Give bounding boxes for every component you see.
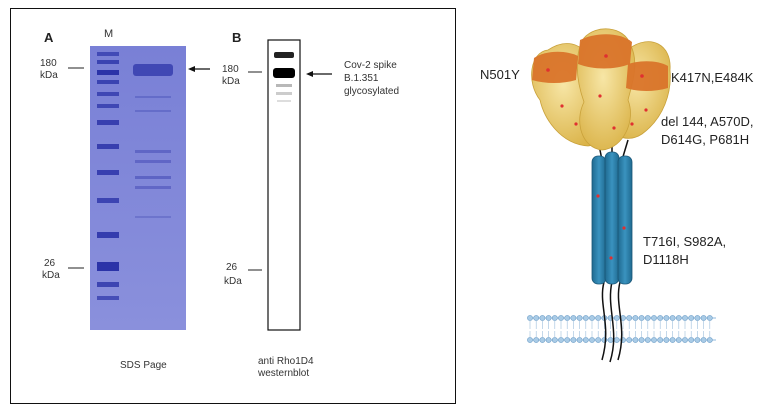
lipid-head — [533, 337, 540, 343]
lipid-head — [533, 315, 540, 321]
lipid-head — [527, 337, 533, 343]
panel-a-marker-180-value: 180 — [40, 58, 57, 69]
mutation-label-low-line2: D1118H — [643, 252, 689, 267]
lipid-head — [700, 315, 707, 321]
lipid-head — [682, 315, 688, 321]
lipid-head — [669, 315, 676, 321]
lipid-head — [706, 315, 713, 321]
lipid-head — [570, 337, 577, 343]
lipid-head — [688, 315, 695, 321]
lipid-head — [527, 315, 533, 321]
lipid-head — [582, 337, 589, 343]
lipid-head — [700, 337, 707, 343]
lipid-head — [558, 337, 564, 343]
lipid-head — [613, 337, 620, 343]
panel-a-marker-26-unit: kDa — [42, 270, 60, 281]
mutation-label-low-line1: T716I, S982A, — [643, 234, 727, 249]
lipid-head — [558, 315, 564, 321]
mutation-label-mid-line1: del 144, A570D, — [661, 114, 754, 129]
rbd-cap-right — [626, 61, 668, 91]
band-label-line1: Cov-2 spike — [344, 60, 397, 71]
rbd-cap-middle — [578, 34, 632, 69]
panel-b-marker-180-unit: kDa — [222, 76, 240, 87]
panel-b-marker-180-value: 180 — [222, 64, 239, 75]
sample-lane-bands — [133, 64, 173, 218]
lipid-head — [564, 315, 571, 321]
lipid-head — [663, 337, 670, 343]
lipid-head — [675, 315, 682, 321]
marker-lane-bands — [97, 52, 119, 300]
lipid-head — [595, 315, 602, 321]
lipid-head — [582, 315, 589, 321]
lipid-head — [589, 315, 595, 321]
lipid-head — [551, 315, 558, 321]
lipid-head — [545, 337, 552, 343]
lipid-head — [632, 315, 639, 321]
marker-lane-label: M — [104, 28, 114, 40]
mutation-label-n501y: N501Y — [480, 67, 520, 82]
band-label-line2: B.1.351 — [344, 73, 379, 84]
blot-band-main — [273, 68, 295, 78]
lipid-head — [570, 315, 577, 321]
lipid-head — [682, 337, 688, 343]
figure-panel-frame — [10, 8, 456, 404]
lipid-head — [576, 337, 583, 343]
tm-tail-2 — [609, 281, 615, 363]
lipid-head — [694, 337, 701, 343]
lipid-head — [644, 337, 651, 343]
s1-head — [531, 28, 671, 151]
lipid-head — [675, 337, 682, 343]
lipid-head — [657, 337, 664, 343]
lipid-head — [638, 315, 645, 321]
tm-tail-3 — [617, 281, 623, 361]
lipid-head — [539, 337, 546, 343]
lipid-head — [576, 315, 583, 321]
blot-band-upper — [274, 52, 294, 58]
lipid-head — [545, 315, 552, 321]
lipid-head — [657, 315, 664, 321]
s2-stalk — [591, 151, 633, 285]
mutation-label-k417n-e484k: K417N,E484K — [671, 70, 754, 85]
panel-b-marker-26-unit: kDa — [224, 276, 242, 287]
tm-tail-1 — [601, 281, 607, 361]
lipid-head — [663, 315, 670, 321]
lipid-head — [626, 337, 633, 343]
lipid-head — [595, 337, 602, 343]
lipid-head — [632, 337, 639, 343]
lipid-head — [564, 337, 571, 343]
lipid-head — [688, 337, 695, 343]
lipid-head — [651, 315, 657, 321]
panel-b-caption-line2: westernblot — [258, 368, 310, 379]
lipid-head — [644, 315, 651, 321]
lipid-head — [589, 337, 595, 343]
panel-b-marker-26-value: 26 — [226, 262, 238, 273]
rbd-cap-left — [532, 51, 578, 83]
panel-a-letter: A — [44, 30, 54, 45]
blot-strip — [267, 39, 301, 331]
lipid-head — [694, 315, 701, 321]
panel-b-caption-line1: anti Rho1D4 — [258, 356, 314, 367]
panel-a-caption: SDS Page — [120, 360, 167, 371]
lipid-head — [539, 315, 546, 321]
panel-a-marker-26-value: 26 — [44, 258, 56, 269]
lipid-head — [651, 337, 657, 343]
lipid-head — [607, 337, 614, 343]
lipid-head — [613, 315, 620, 321]
lipid-head — [626, 315, 633, 321]
band-label-line3: glycosylated — [344, 86, 400, 97]
lipid-head — [638, 337, 645, 343]
mutation-label-mid-line2: D614G, P681H — [661, 132, 750, 147]
lipid-head — [706, 337, 713, 343]
lipid-head — [551, 337, 558, 343]
panel-b-letter: B — [232, 30, 242, 45]
panel-a-marker-180-unit: kDa — [40, 70, 58, 81]
lipid-head — [669, 337, 676, 343]
